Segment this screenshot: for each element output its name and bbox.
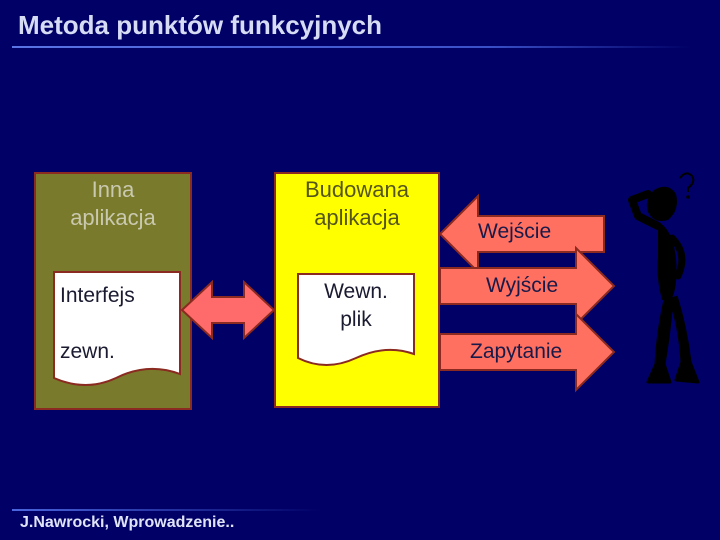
built-application-label: Budowana aplikacja <box>305 177 409 230</box>
input-arrow-label: Wejście <box>478 220 552 243</box>
document-shape-icon <box>53 271 181 386</box>
title-underline <box>12 46 692 48</box>
internal-file-document: Wewn. plik <box>296 272 416 370</box>
double-arrow-connector <box>180 279 276 341</box>
query-arrow <box>439 311 616 393</box>
document-shape-icon <box>297 273 415 366</box>
output-arrow-label: Wyjście <box>486 274 559 297</box>
query-arrow-label: Zapytanie <box>470 340 563 363</box>
footer-underline <box>12 509 322 511</box>
other-application-label: Inna aplikacja <box>70 177 156 230</box>
internal-file-label: Wewn. plik <box>324 280 388 331</box>
slide-footer: J.Nawrocki, Wprowadzenie.. <box>20 514 235 531</box>
external-interface-label: Interfejs zewn. <box>60 284 135 363</box>
external-interface-document: Interfejs zewn. <box>52 270 182 390</box>
slide-title: Metoda punktów funkcyjnych <box>18 10 383 40</box>
thinking-stick-figure-icon <box>628 172 700 384</box>
output-arrow <box>439 245 616 327</box>
